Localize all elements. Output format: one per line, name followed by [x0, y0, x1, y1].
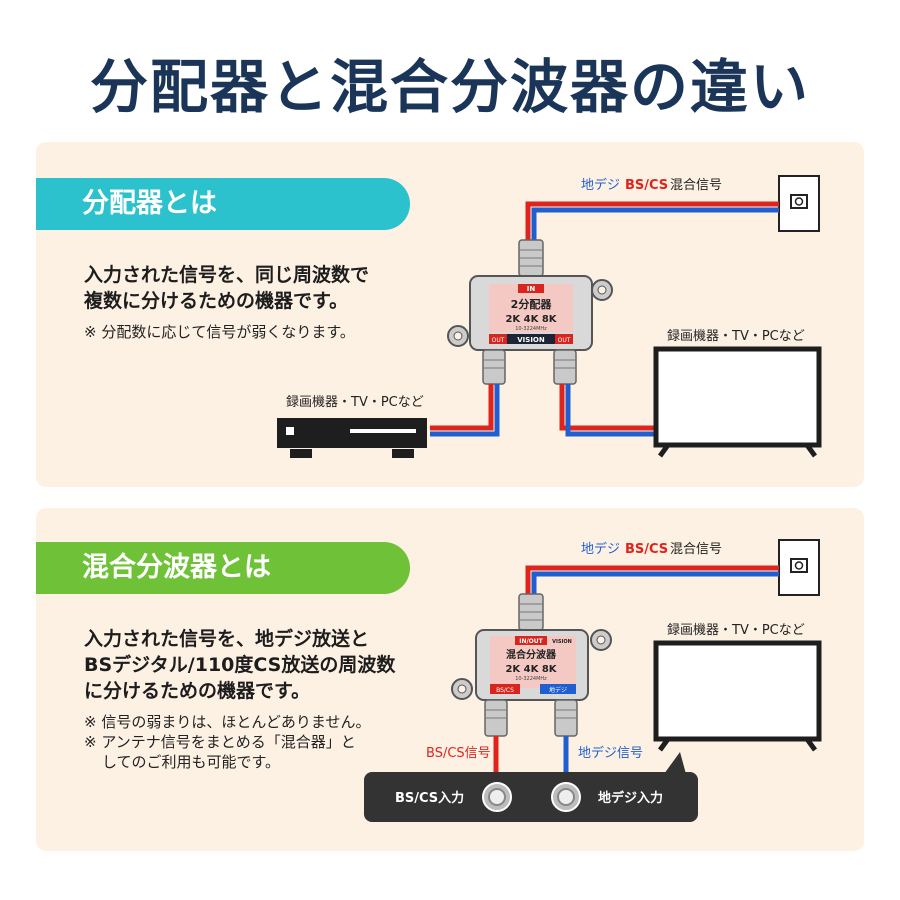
wall-outlet-1	[778, 175, 820, 232]
splitter-brand: VISION	[517, 336, 545, 344]
diplexer-note1: ※ 信号の弱まりは、ほとんどありません。	[84, 713, 371, 731]
bscs-input-label: BS/CS入力	[395, 790, 464, 806]
signal-label-chidegi-1: 地デジ	[581, 177, 620, 193]
diplexer-note3: してのご利用も可能です。	[102, 753, 281, 771]
diplexer-note2: ※ アンテナ信号をまとめる「混合器」と	[84, 733, 356, 751]
diplexer-unit-spec: 2K 4K 8K	[505, 664, 557, 675]
device-label-2: 録画機器・TV・PCなど	[667, 623, 805, 638]
mixed-cable-2	[525, 565, 779, 598]
diplexer-brand: VISION	[552, 639, 572, 645]
diplexer-output-cables	[493, 736, 569, 772]
bscs-signal-label: BS/CS信号	[426, 746, 491, 761]
signal-label-bscs-2: BS/CS	[625, 542, 668, 557]
signal-label-bscs-1: BS/CS	[625, 178, 668, 193]
splitter-unit-freq: 10-3224MHz	[515, 326, 547, 332]
splitter-heading: 分配器とは	[36, 178, 410, 230]
wall-outlet-2	[778, 539, 820, 596]
splitter-note: ※ 分配数に応じて信号が弱くなります。	[84, 323, 355, 341]
signal-label-mixed-2: 混合信号	[670, 542, 722, 557]
diplexer-device: IN/OUT VISION 混合分波器 2K 4K 8K 10-3224MHz …	[451, 593, 612, 737]
page-title: 分配器と混合分波器の違い	[89, 53, 810, 121]
diplexer-heading: 混合分波器とは	[36, 542, 410, 594]
diplexer-out-chidegi: 地デジ	[549, 686, 567, 694]
signal-label-chidegi-2: 地デジ	[581, 541, 620, 557]
splitter-out-right: OUT	[558, 337, 571, 344]
splitter-out-left: OUT	[492, 337, 505, 344]
tv-device-1	[653, 346, 822, 458]
device-label-left: 録画機器・TV・PCなど	[286, 395, 424, 410]
chidegi-signal-label: 地デジ信号	[578, 745, 643, 761]
mixed-cable-1	[525, 201, 779, 245]
tv-device-2	[653, 640, 822, 752]
device-label-right: 録画機器・TV・PCなど	[667, 329, 805, 344]
diplexer-unit-name: 混合分波器	[506, 648, 557, 661]
splitter-device: IN 2分配器 2K 4K 8K 10-3224MHz OUT OUT VISI…	[447, 239, 613, 385]
diplexer-unit-freq: 10-3224MHz	[515, 676, 547, 682]
chidegi-input-label: 地デジ入力	[598, 790, 663, 806]
splitter-unit-spec: 2K 4K 8K	[505, 314, 557, 325]
diplexer-desc-line1: 入力された信号を、地デジ放送と	[84, 628, 370, 650]
recorder-device	[277, 418, 427, 458]
diplexer-desc-line2: BSデジタル/110度CS放送の周波数	[84, 654, 396, 676]
splitter-output-cables	[430, 384, 658, 437]
splitter-desc-line2: 複数に分けるための機器です。	[84, 290, 349, 312]
splitter-unit-name: 2分配器	[511, 297, 553, 311]
diplexer-out-bscs: BS/CS	[496, 687, 514, 694]
splitter-desc-line1: 入力された信号を、同じ周波数で	[84, 264, 370, 286]
diplexer-inout-tag: IN/OUT	[519, 638, 543, 645]
signal-label-mixed-1: 混合信号	[670, 178, 722, 193]
diplexer-desc-line3: に分けるための機器です。	[84, 680, 311, 702]
splitter-in-tag: IN	[527, 285, 536, 293]
tv-input-panel	[364, 752, 698, 822]
